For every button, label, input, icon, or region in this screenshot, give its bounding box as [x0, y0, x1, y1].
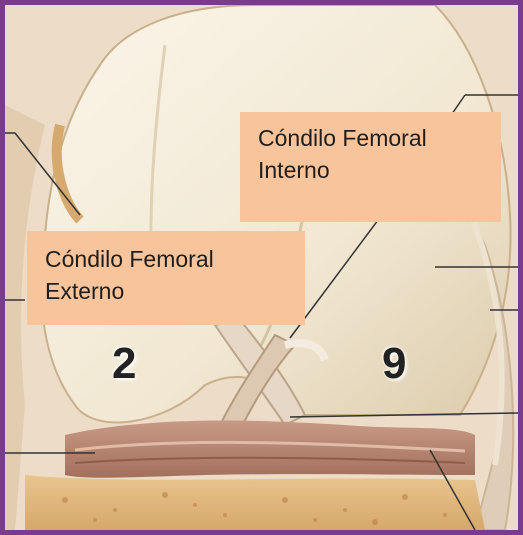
label-condilo-femoral-externo: Cóndilo Femoral Externo: [27, 231, 305, 325]
label-internal-line1: Cóndilo Femoral: [258, 122, 493, 154]
marker-number-9: 9: [382, 339, 406, 389]
label-internal-line2: Interno: [258, 154, 493, 186]
label-condilo-femoral-interno: Cóndilo Femoral Interno: [240, 112, 501, 222]
marker-number-2: 2: [112, 339, 136, 389]
tibia-bone: [25, 475, 485, 530]
label-external-line2: Externo: [45, 275, 297, 307]
label-external-line1: Cóndilo Femoral: [45, 243, 297, 275]
